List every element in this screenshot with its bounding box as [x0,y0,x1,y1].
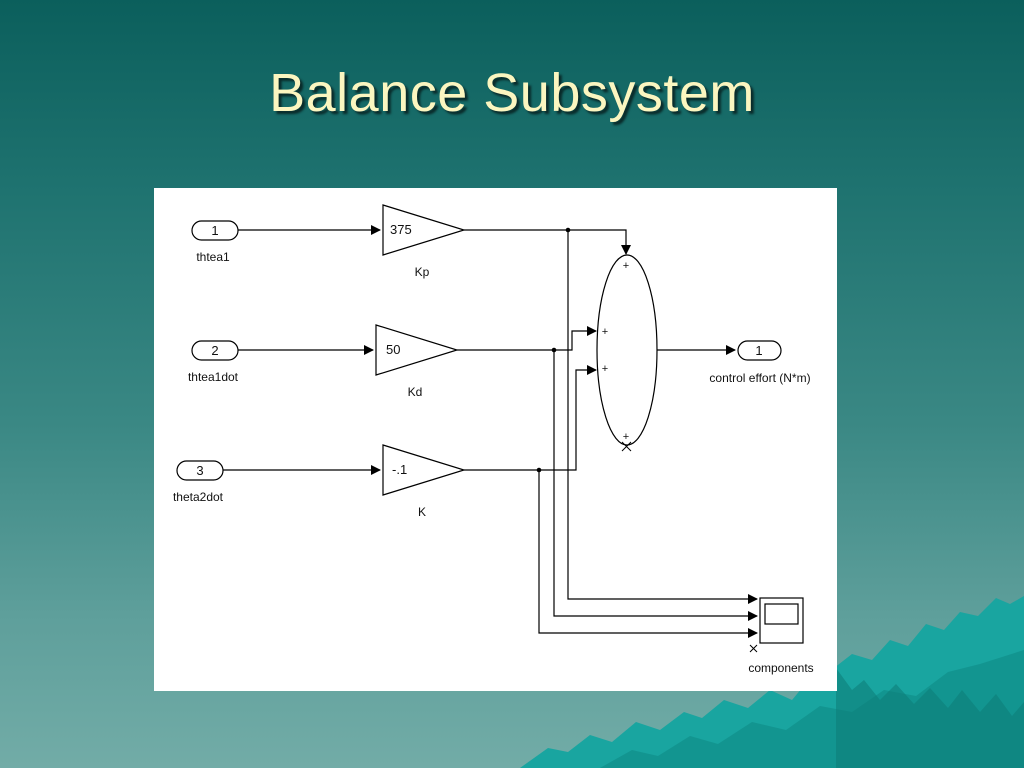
branch-point [551,347,557,353]
gain-k-block[interactable] [382,444,467,496]
gain-kp-block[interactable] [382,204,467,256]
outport-1-label: control effort (N*m) [709,371,810,385]
scope-screen-icon [764,603,799,625]
inport-1-label: thtea1 [196,250,230,264]
gain-k-label: K [418,505,426,519]
sum-sign-top: + [623,260,629,272]
simulink-diagram: 1 thtea1 2 thtea1dot 3 theta2dot 375 Kp … [154,188,837,691]
slide-title: Balance Subsystem [269,63,755,123]
sum-block[interactable] [596,254,658,446]
inport-3-label: theta2dot [173,490,224,504]
inport-2-label: thtea1dot [188,370,239,384]
outport-1-block[interactable] [737,340,782,361]
unconnected-port-marker [749,644,758,653]
signal-wire-k-to-sum [464,365,597,471]
inport-1-number: 1 [211,223,218,238]
outport-1-number: 1 [755,343,762,358]
inport-2-block[interactable] [191,340,239,361]
scope-label: components [748,661,813,675]
gain-k-value: -.1 [392,462,407,477]
gain-kp-value: 375 [390,222,412,237]
inport-2-number: 2 [211,343,218,358]
inport-3-block[interactable] [176,460,224,481]
inport-1-block[interactable] [191,220,239,241]
signal-wire-kd-to-scope [553,350,758,621]
signal-wire-k-to-scope [538,470,758,638]
signal-wire-kp-to-sum [464,229,631,255]
sum-sign-left-lower: + [602,363,608,375]
branch-point [565,227,571,233]
gain-kd-value: 50 [386,342,400,357]
signal-wire-kp-to-scope [567,230,758,604]
gain-kd-label: Kd [408,385,423,399]
unconnected-port-marker [621,441,632,452]
gain-kd-block[interactable] [375,324,460,376]
sum-sign-left-upper: + [602,326,608,338]
inport-3-number: 3 [196,463,203,478]
sum-sign-bottom: + [623,431,629,443]
gain-kp-label: Kp [415,265,430,279]
branch-point [536,467,542,473]
signal-wire-kd-to-sum [457,326,597,351]
